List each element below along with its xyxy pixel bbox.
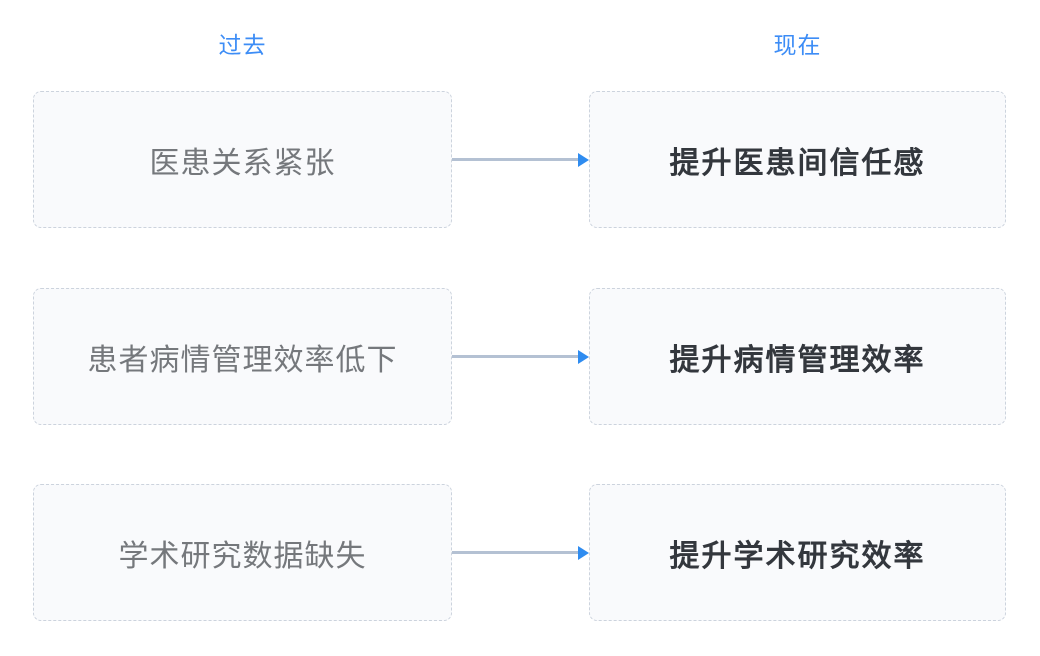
arrow (452, 152, 589, 167)
arrow-head-icon (578, 152, 589, 167)
arrow-line (452, 158, 580, 161)
past-card-label: 医患关系紧张 (149, 146, 336, 180)
column-header-present: 现在 (773, 32, 822, 58)
past-card-label: 学术研究数据缺失 (118, 539, 367, 573)
present-card-1: 提升医患间信任感 (589, 91, 1006, 228)
present-card-label: 提升学术研究效率 (669, 539, 926, 573)
present-card-2: 提升病情管理效率 (589, 288, 1006, 425)
arrow-line (452, 551, 580, 554)
arrow-line (452, 355, 580, 358)
past-card-label: 患者病情管理效率低下 (87, 343, 398, 377)
present-card-3: 提升学术研究效率 (589, 484, 1006, 621)
arrow (452, 545, 589, 560)
arrow-head-icon (578, 349, 589, 364)
arrow-head-icon (578, 545, 589, 560)
past-card-2: 患者病情管理效率低下 (33, 288, 452, 425)
past-card-1: 医患关系紧张 (33, 91, 452, 228)
present-card-label: 提升病情管理效率 (669, 343, 926, 377)
past-card-3: 学术研究数据缺失 (33, 484, 452, 621)
column-header-past: 过去 (218, 32, 267, 58)
arrow (452, 349, 589, 364)
present-card-label: 提升医患间信任感 (669, 146, 926, 180)
